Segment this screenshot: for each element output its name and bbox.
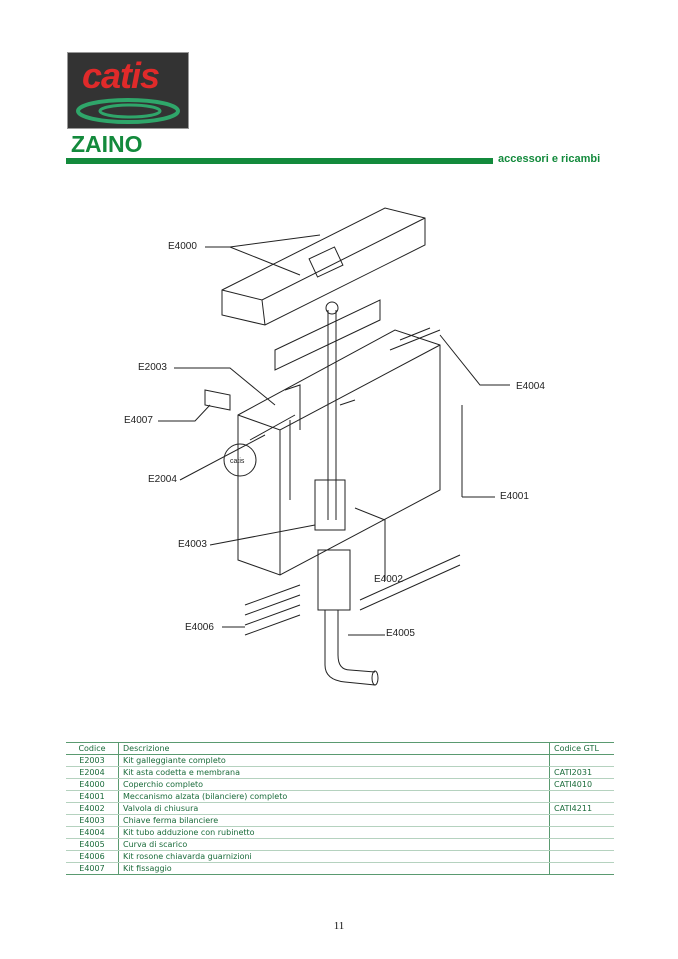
cell-codice: E4000 [66,778,119,791]
cell-descrizione: Chiave ferma bilanciere [118,814,550,827]
svg-text:catis: catis [230,458,245,465]
cell-codice-gtl [549,754,614,767]
mechanism-knob [325,301,339,315]
header-codice-gtl: Codice GTL [549,742,614,755]
cell-descrizione: Curva di scarico [118,838,550,851]
drain-bend [324,610,376,686]
cell-codice: E4004 [66,826,119,839]
cell-codice-gtl [549,838,614,851]
cell-codice-gtl [549,790,614,803]
catis-logo: catis [67,52,189,129]
callout-e4000: E4000 [168,241,197,252]
cell-codice: E4007 [66,862,119,875]
cell-descrizione: Kit fissaggio [118,862,550,875]
callout-e4007: E4007 [124,415,153,426]
callout-e2003: E2003 [138,362,167,373]
cell-descrizione: Valvola di chiusura [118,802,550,815]
cell-codice-gtl: CATI4211 [549,802,614,815]
lid-button [308,246,344,278]
cell-descrizione: Kit asta codetta e membrana [118,766,550,779]
fixing-kit [204,389,231,411]
callout-e4002: E4002 [374,574,403,585]
cell-codice-gtl: CATI2031 [549,766,614,779]
outlet-body [317,549,351,611]
cell-codice: E2003 [66,754,119,767]
float-arm [249,414,296,500]
title-rule [66,158,493,164]
callout-e2004: E2004 [148,474,177,485]
table-header-row: Codice Descrizione Codice GTL [66,742,614,755]
callout-e4005: E4005 [386,628,415,639]
callout-e4004: E4004 [516,381,545,392]
inlet-pipe [389,327,441,351]
tank-outline [237,329,441,576]
cell-codice-gtl [549,850,614,863]
rosette [359,554,461,611]
cell-codice: E4001 [66,790,119,803]
cell-codice: E4006 [66,850,119,863]
cell-codice: E4003 [66,814,119,827]
page-number: 11 [333,920,345,932]
cell-descrizione: Kit rosone chiavarda guarnizioni [118,850,550,863]
cell-codice: E2004 [66,766,119,779]
gaskets [244,584,301,636]
fittings [284,384,356,430]
leader-e4000 [205,234,321,276]
leader-e4007 [158,404,211,422]
cell-descrizione: Kit tubo adduzione con rubinetto [118,826,550,839]
tank-edge [237,344,441,575]
cell-codice: E4002 [66,802,119,815]
cell-descrizione: Coperchio completo [118,778,550,791]
leader-e4002 [354,507,386,580]
cell-codice-gtl [549,862,614,875]
cell-codice-gtl [549,826,614,839]
valve [314,479,346,531]
page-title: ZAINO [71,131,143,157]
exploded-diagram: catis [158,207,510,686]
cell-descrizione: Meccanismo alzata (bilanciere) completo [118,790,550,803]
cell-codice-gtl [549,814,614,827]
callout-e4006: E4006 [185,622,214,633]
leader-e2004 [179,434,266,481]
logo-text: catis [82,55,160,96]
leader-e4003 [209,524,316,546]
header-codice: Codice [66,742,119,755]
leader-e2003 [174,367,276,406]
leader-e4004 [439,334,510,386]
logo-swirl-icon [76,98,180,124]
header-descrizione: Descrizione [118,742,550,755]
drain-end [371,670,379,686]
leader-e4001 [461,405,495,498]
cell-codice: E4005 [66,838,119,851]
callout-e4001: E4001 [500,491,529,502]
lid-edge [221,217,426,326]
cell-codice-gtl: CATI4010 [549,778,614,791]
float [223,443,257,477]
page-subtitle: accessori e ricambi [498,153,601,165]
cell-descrizione: Kit galleggiante completo [118,754,550,767]
callout-e4003: E4003 [178,539,207,550]
lid-outline [221,207,426,326]
mechanism-bracket [274,299,381,371]
